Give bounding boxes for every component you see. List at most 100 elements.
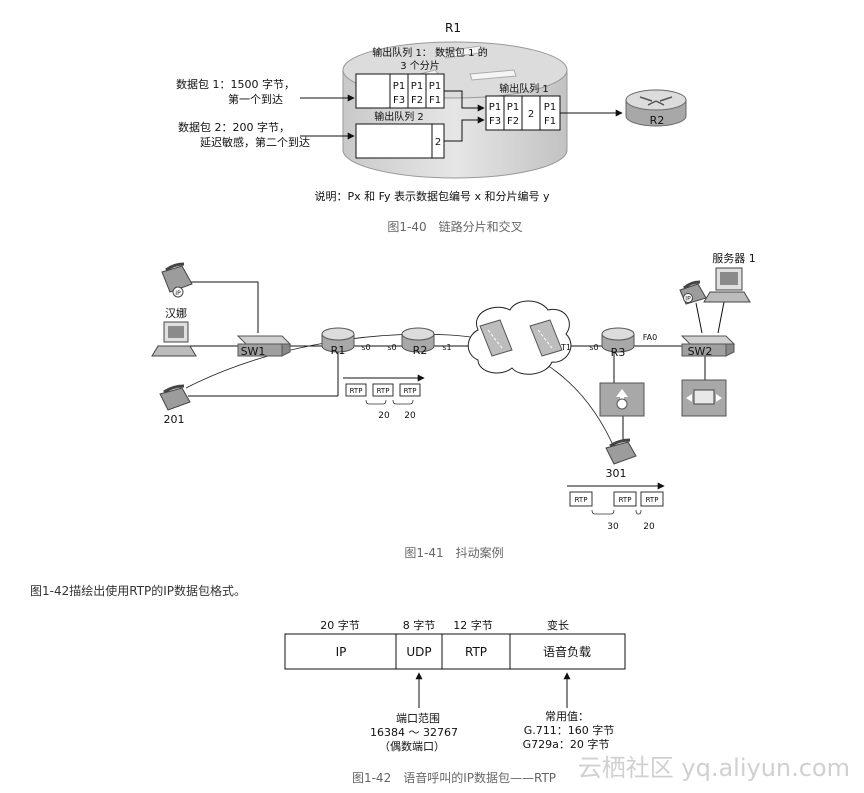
header-payload: 变长 (547, 618, 569, 632)
common-note-line2: G.711：160 字节 (524, 723, 615, 737)
port-note-line2: 16384 ～ 32767 (370, 726, 458, 739)
queue1-title-line2: 3 个分片 (400, 59, 440, 72)
figure-1-42: 20 字节 8 字节 12 字节 变长 IP UDP RTP 语音负载 端口范围… (284, 618, 626, 785)
queue2-box: 2 (355, 123, 445, 159)
packet1-line1: 数据包 1：1500 字节， (176, 77, 295, 91)
call-path-curve (185, 333, 617, 453)
out-queue-title: 输出队列 1 (499, 82, 549, 95)
packet2-line1: 数据包 2：200 字节， (178, 120, 290, 134)
field-payload: 语音负载 (543, 644, 591, 659)
router-icon (321, 327, 355, 353)
rtp-packet: RTP (404, 387, 417, 395)
cell-f2: F2 (507, 116, 519, 127)
body-paragraph: 图1-42描绘出使用RTP的IP数据包格式。 (30, 584, 247, 598)
r2-s1-label: s1 (442, 343, 451, 352)
r3-s0-label: s0 (589, 343, 598, 352)
watermark: 云栖社区 yq.aliyun.com (578, 754, 850, 782)
figure-1-41: IP 汉娜 SW1 R1 s0 R2 s0 s1 T1 s (151, 252, 756, 560)
router-icon (601, 327, 635, 353)
phone-301-label: 301 (606, 467, 627, 480)
fig40-caption: 图1-40 链路分片和交叉 (387, 219, 522, 234)
output-queue-box: P1 F3 P1 F2 2 P1 F1 (485, 95, 561, 131)
packet-format-box (284, 633, 626, 670)
cell-p1: P1 (544, 102, 556, 113)
packet2-line2: 延迟敏感，第二个到达 (200, 135, 310, 149)
r1-label: R1 (331, 344, 346, 357)
phone-icon (605, 438, 637, 465)
frame-switch-icon (479, 319, 513, 357)
fa0-label: FA0 (643, 333, 657, 342)
gap-label: 20 (378, 411, 390, 421)
cell-p1: P1 (393, 81, 405, 92)
rtp-packet: RTP (377, 387, 390, 395)
ip-phone-icon (679, 280, 707, 305)
fig42-caption: 图1-42 语音呼叫的IP数据包——RTP (352, 770, 556, 785)
header-ip: 20 字节 (320, 618, 360, 632)
link-ipphone2-sw2 (695, 302, 703, 334)
gap-label: 20 (404, 411, 416, 421)
link-ipphone-sw1 (190, 281, 259, 333)
phone-icon (159, 384, 191, 411)
phone-201-label: 201 (164, 413, 185, 426)
cell-f3: F3 (393, 95, 405, 106)
sw1-label: SW1 (241, 345, 266, 358)
field-ip: IP (336, 645, 347, 659)
r3-label: R3 (611, 346, 626, 359)
rtp-packets-group-2: RTP RTP RTP 30 20 (569, 491, 664, 532)
rtp-packet: RTP (619, 496, 632, 504)
router-r2-label: R2 (650, 114, 665, 127)
cell-2: 2 (528, 109, 534, 120)
port-note-line3: （偶数端口） (379, 740, 445, 753)
rtp-packet: RTP (350, 387, 363, 395)
ip-badge: IP (175, 290, 181, 297)
cell-f2: F2 (411, 95, 423, 106)
cell-p1: P1 (411, 81, 423, 92)
packet1-line2: 第一个到达 (228, 92, 283, 106)
r2-label: R2 (413, 344, 428, 357)
cell-f1: F1 (429, 95, 441, 106)
gap-label: 20 (643, 522, 655, 532)
router-icon (625, 89, 687, 127)
cell-p1: P1 (429, 81, 441, 92)
header-udp: 8 字节 (403, 618, 436, 632)
q1-to-out-arrow (444, 90, 485, 112)
ip-phone-icon (161, 262, 193, 298)
common-note-line1: 常用值： (545, 710, 589, 723)
voice-gateway-icon (599, 382, 645, 417)
port-note-line1: 端口范围 (396, 711, 440, 725)
r1-s0-label: s0 (361, 343, 370, 352)
r2-s0-label: s0 (387, 343, 396, 352)
cell-p1: P1 (489, 102, 501, 113)
ip-badge: IP (685, 296, 691, 303)
switch-icon (680, 335, 736, 357)
hanna-label: 汉娜 (165, 306, 187, 320)
common-note-line3: G729a：20 字节 (523, 737, 610, 751)
header-rtp: 12 字节 (453, 618, 493, 632)
cell-p1: P1 (507, 102, 519, 113)
rtp-packet: RTP (575, 496, 588, 504)
field-rtp: RTP (465, 645, 487, 659)
t1-label: T1 (560, 343, 571, 352)
gap-label: 30 (607, 522, 619, 532)
q2-to-out-arrow (444, 116, 485, 142)
pc-icon (151, 321, 197, 357)
call-manager-icon (681, 379, 727, 417)
router-r1-label: R1 (445, 21, 461, 35)
fig41-caption: 图1-41 抖动案例 (404, 545, 503, 560)
queue1-box: P1 F3 P1 F2 P1 F1 (355, 73, 445, 109)
switch-icon (236, 335, 292, 357)
cell-f1: F1 (544, 116, 556, 127)
server-pc-icon (703, 267, 751, 303)
rtp-packet: RTP (646, 496, 659, 504)
queue1-title-line1: 输出队列 1： 数据包 1 的 (372, 46, 487, 59)
fig40-note: 说明：Px 和 Fy 表示数据包编号 x 和分片编号 y (315, 189, 550, 203)
rtp-packets-group-1: RTP RTP RTP 20 20 (345, 383, 421, 421)
cell-f3: F3 (489, 116, 501, 127)
figure-1-40: R1 输出队列 1： 数据包 1 的 3 个分片 P1 F3 P1 F2 P1 … (176, 21, 687, 234)
link-server-sw2 (717, 301, 725, 334)
sw2-label: SW2 (688, 345, 713, 358)
frame-switch-icon (529, 319, 563, 357)
field-udp: UDP (406, 645, 431, 659)
router-icon (401, 327, 435, 353)
